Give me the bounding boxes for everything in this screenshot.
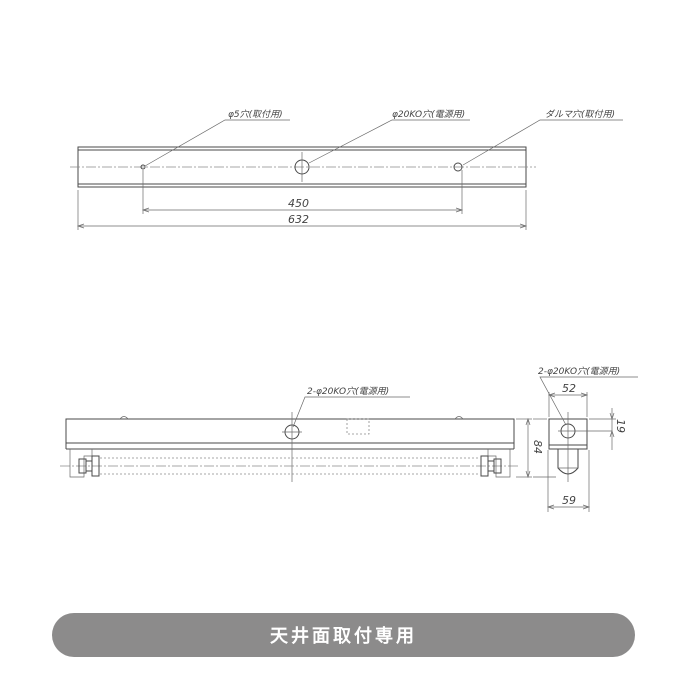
mount-hole xyxy=(140,164,146,170)
overall-length-dimension: 632 xyxy=(288,213,309,226)
hole-offset-dimension: 19 xyxy=(614,419,627,433)
mount-hole-label: φ5穴(取付用) xyxy=(228,109,283,120)
side-view: 2-φ20KO穴(電源用) 52 19 84 59 xyxy=(531,366,638,512)
ceiling-mount-only-banner: 天井面取付専用 xyxy=(52,613,635,657)
height-dimension: 84 xyxy=(531,440,544,454)
hidden-terminal-box xyxy=(346,418,370,435)
front-power-hole-label: 2-φ20KO穴(電源用) xyxy=(307,386,389,397)
front-body-outline xyxy=(65,418,515,444)
side-power-hole-label: 2-φ20KO穴(電源用) xyxy=(538,366,620,377)
top-view: φ5穴(取付用) φ20KO穴(電源用) ダルマ穴(取付用) 450 632 xyxy=(70,109,623,230)
top-width-dimension: 52 xyxy=(562,382,576,395)
keyhole-label: ダルマ穴(取付用) xyxy=(545,109,615,120)
banner-text: 天井面取付専用 xyxy=(270,626,417,647)
keyhole xyxy=(453,162,463,172)
front-view: 2-φ20KO穴(電源用) xyxy=(60,386,532,482)
bottom-width-dimension: 59 xyxy=(562,494,576,507)
hole-pitch-dimension: 450 xyxy=(288,197,309,210)
power-hole-label: φ20KO穴(電源用) xyxy=(392,109,465,120)
